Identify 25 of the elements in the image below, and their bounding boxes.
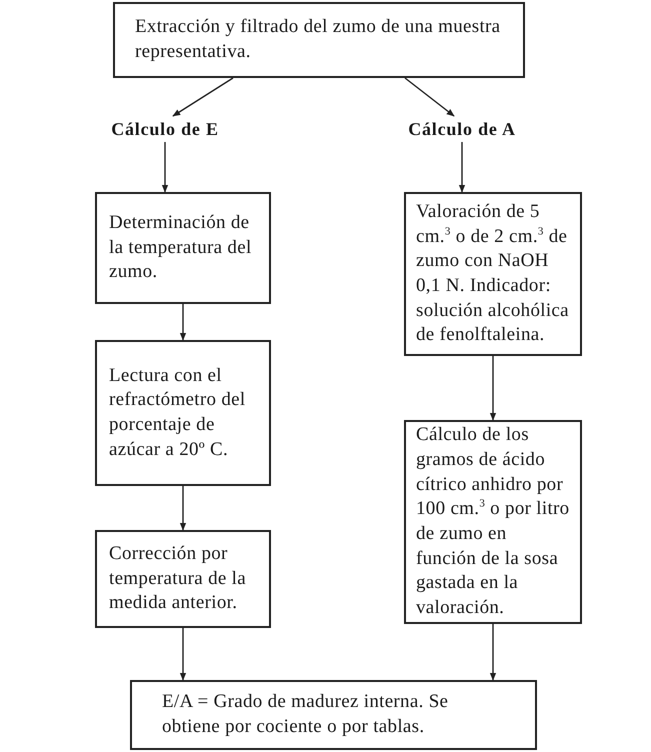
arrow [490, 624, 496, 681]
step-text: Corrección por temperatura de la medida anterior. [109, 542, 247, 616]
arrow [458, 142, 466, 193]
step-text: Determinación de la temperatura del zumo. [109, 210, 253, 284]
step-text: E/A = Grado de madurez interna. Se obtiene por cociente o por tablas. [162, 690, 450, 739]
arrow [490, 356, 496, 421]
arrow [404, 77, 455, 117]
step-text: Lectura con el refractómetro del porcentaje de azúcar a 20º C. [109, 364, 246, 462]
process-box [404, 192, 582, 356]
column-heading: Cálculo de E [111, 118, 219, 140]
column-heading: Cálculo de A [408, 118, 516, 140]
arrow [180, 486, 186, 531]
process-box [113, 2, 525, 78]
process-box [95, 530, 271, 628]
process-box [130, 680, 537, 750]
process-box [95, 192, 271, 304]
arrow [162, 142, 168, 193]
arrow [180, 304, 186, 341]
arrow [180, 628, 186, 681]
step-text: Valoración de 5 cm.$^{3}$ o de 2 cm.$^{3}$ de zumo con NaOH 0,1 N. Indicador: solución alcohólica de fenolftaleina. [416, 200, 570, 348]
process-box [95, 340, 271, 486]
arrow [172, 77, 234, 117]
step-text: Extracción y filtrado del zumo de una muestra representativa. [135, 15, 502, 64]
process-box [404, 420, 582, 624]
step-text: Cálculo de los gramos de ácido cítrico anhidro por 100 cm.$^{3}$ o por litro de zumo en función de la sosa gastada en la valoración. [416, 423, 570, 620]
